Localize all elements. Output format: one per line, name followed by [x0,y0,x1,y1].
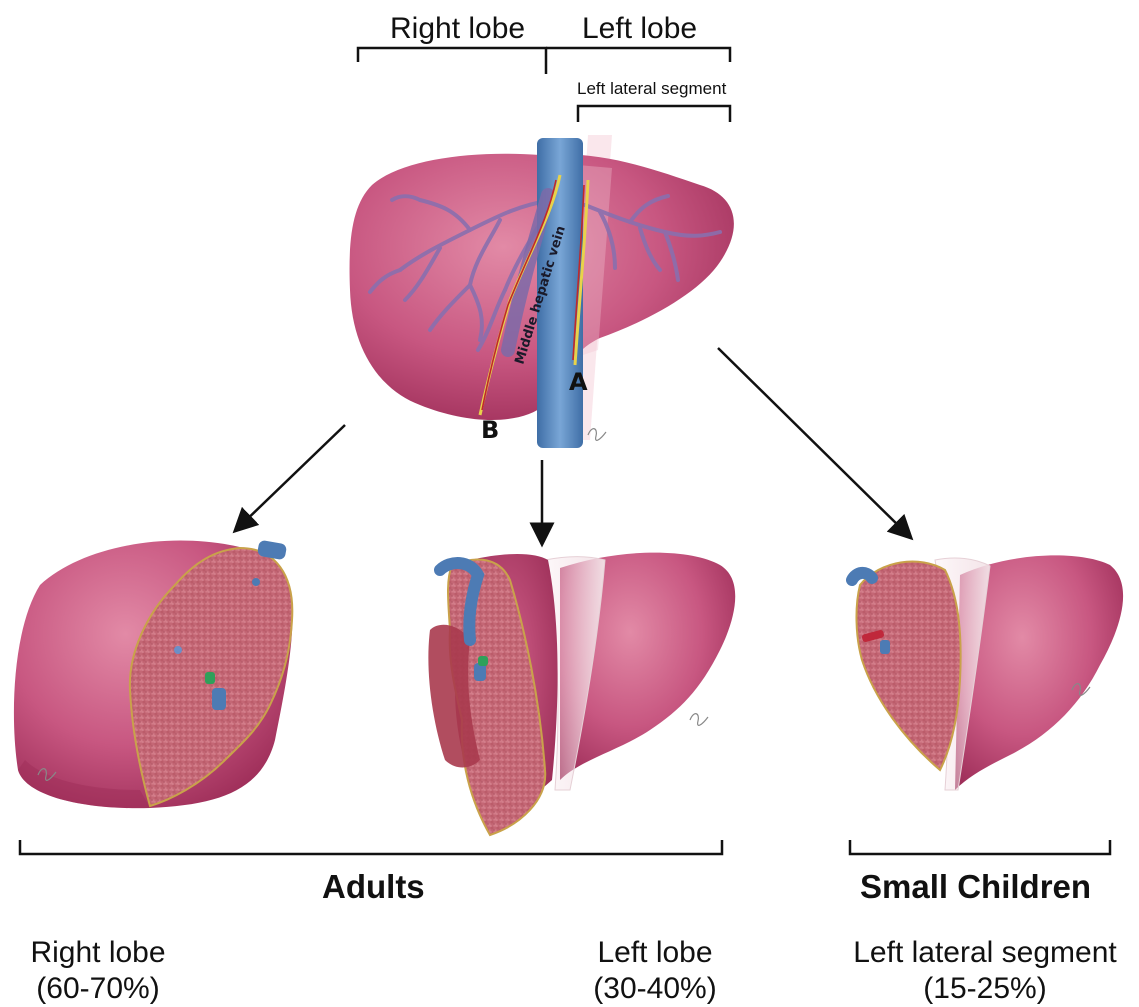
bracket-left-lateral-segment [578,106,730,122]
left-lobe-heading: Left lobe [582,14,697,44]
caption-right-lobe-name: Right lobe [18,935,178,971]
caption-left-lobe: Left lobe (30-40%) [585,935,725,1007]
line-a-label: A [569,368,588,396]
left-lobe-graft-illustration [428,553,735,835]
right-lobe-heading: Right lobe [390,14,525,44]
bracket-adults [20,840,722,854]
caption-right-lobe: Right lobe (60-70%) [18,935,178,1007]
right-lobe-graft-illustration [14,540,293,808]
caption-left-lobe-percent: (30-40%) [585,971,725,1007]
bracket-left-lobe [546,48,730,62]
caption-left-lobe-name: Left lobe [585,935,725,971]
bracket-small-children [850,840,1110,854]
adults-label: Adults [322,870,425,903]
caption-left-lateral-segment: Left lateral segment (15-25%) [840,935,1130,1007]
small-children-label: Small Children [860,870,1091,903]
left-lateral-segment-heading: Left lateral segment [577,80,726,97]
caption-left-lateral-segment-percent: (15-25%) [840,971,1130,1007]
caption-right-lobe-percent: (60-70%) [18,971,178,1007]
line-b-label: B [481,416,499,444]
arrow-to-right-lobe [238,425,345,528]
bracket-right-lobe [358,48,546,74]
arrow-to-left-lateral-segment [718,348,908,535]
left-lateral-segment-graft-illustration [852,555,1123,790]
caption-left-lateral-segment-name: Left lateral segment [840,935,1130,971]
